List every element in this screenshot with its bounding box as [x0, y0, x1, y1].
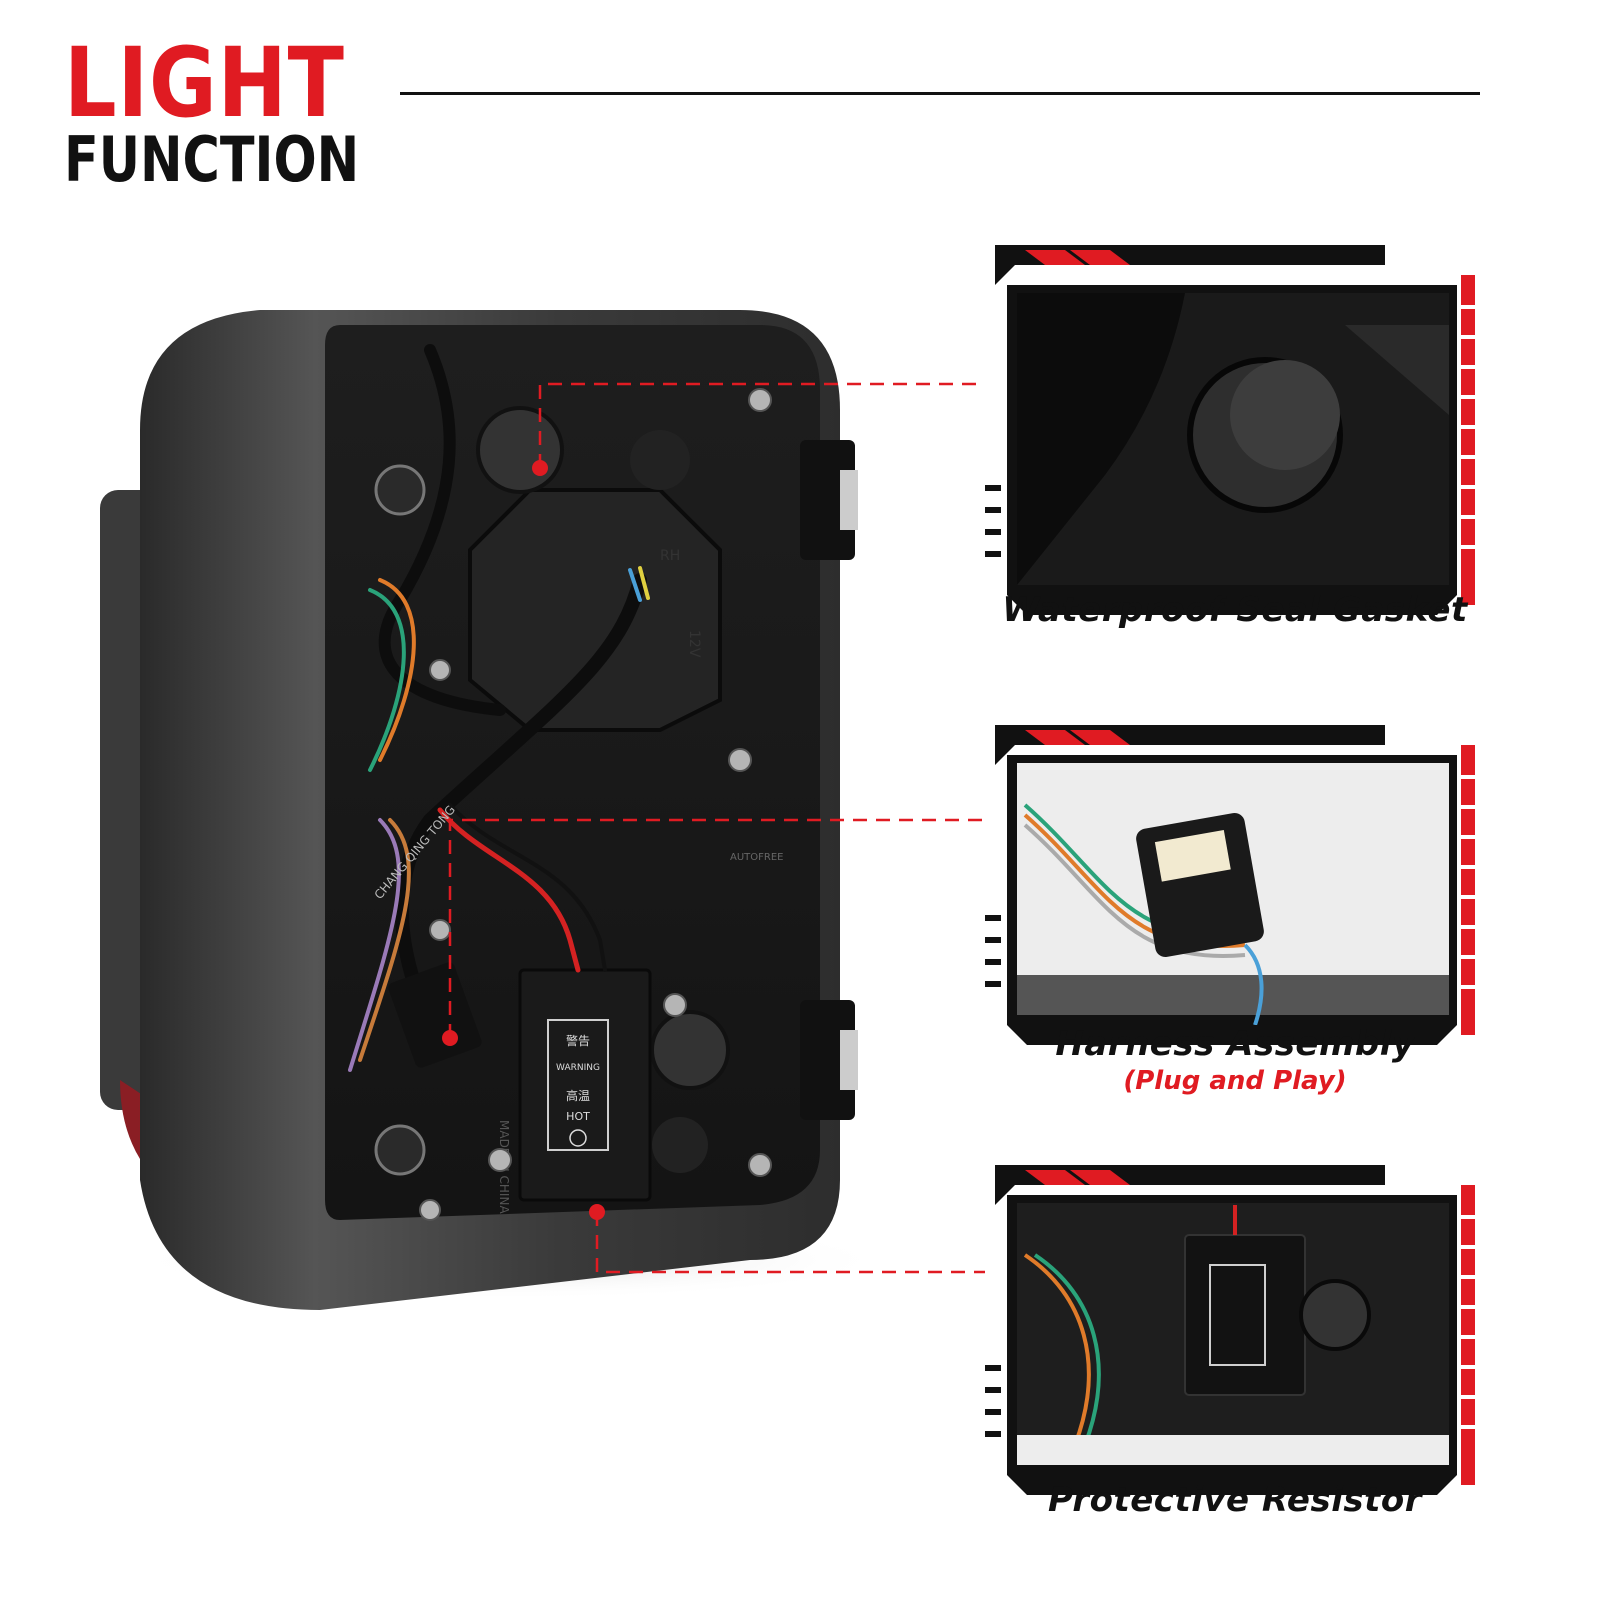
- caption-seal-gasket: Waterproof Seal Gasket: [1002, 590, 1468, 630]
- watermark-text: AUTOFREE: [730, 852, 783, 863]
- caption-protective-resistor: Protective Resistor: [1048, 1480, 1422, 1520]
- panel-protective-resistor: [985, 1165, 1475, 1495]
- seal-gasket: [476, 406, 564, 494]
- warning-text: 警告: [566, 1033, 590, 1048]
- caption-harness-assembly: Harness Assembly: [1055, 1024, 1415, 1064]
- title-divider: [400, 92, 1480, 95]
- section-title: LIGHT FUNCTION: [64, 27, 424, 196]
- warning-en-text: WARNING: [556, 1063, 600, 1073]
- hot-cn-text: 高温: [566, 1088, 590, 1103]
- hot-en-text: HOT: [566, 1110, 590, 1123]
- tail-light-back-view: 警告 WARNING 高温 HOT MADE IN CHINA RH 12V A…: [100, 310, 880, 1310]
- panel-seal-gasket: [985, 245, 1475, 615]
- side-marking: RH: [660, 548, 680, 564]
- bulb-socket-plate: [468, 488, 722, 732]
- title-function: FUNCTION: [64, 123, 360, 196]
- mount-bolt-upper: [374, 464, 426, 516]
- resistor-box: [518, 968, 652, 1202]
- caption-harness-sub: (Plug and Play): [1123, 1066, 1347, 1096]
- title-light: LIGHT: [64, 27, 345, 139]
- voltage-marking: 12V: [686, 630, 702, 658]
- mount-bolt-lower: [374, 1124, 426, 1176]
- panel-harness-assembly: [985, 725, 1475, 1045]
